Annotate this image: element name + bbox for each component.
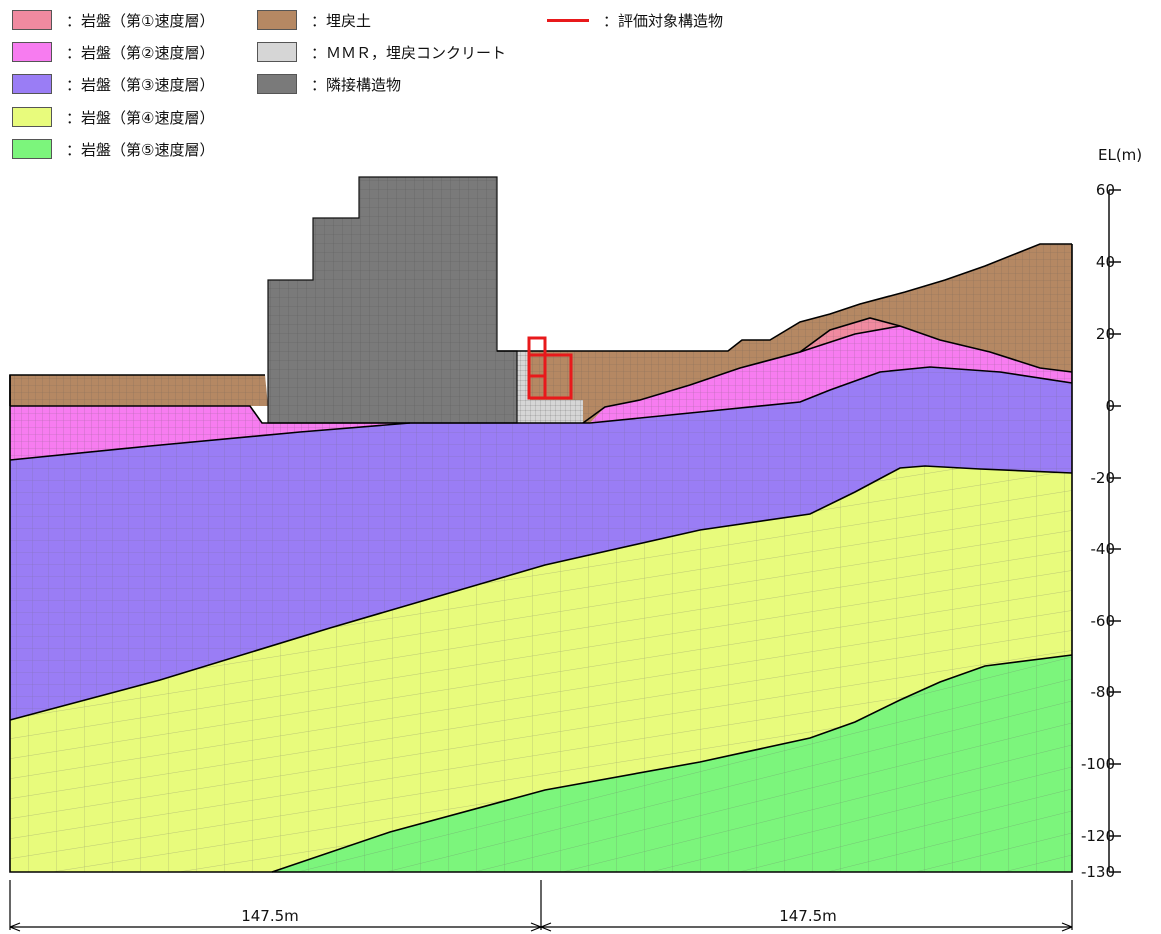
layer-3-region: [10, 367, 1072, 720]
adjacent-structure: [267, 176, 518, 424]
tick-label-60: 60: [1096, 181, 1115, 199]
layer-4-region: [10, 466, 1072, 872]
legend-item-mmr: ：ＭＭＲ，埋戻コンクリート: [257, 40, 506, 64]
legend-item-layer4: ：岩盤（第④速度層）: [12, 105, 214, 129]
layer-2-region-right: [590, 326, 1072, 423]
legend-item-fill-soil: ：埋戻土: [257, 8, 371, 32]
tick-label-minus40: -40: [1091, 540, 1116, 558]
elevation-axis: EL(m) 60 40 20 0 -20 -40 -60 -80 -100 -1…: [1081, 146, 1142, 881]
legend-swatch-adjacent: [257, 74, 297, 94]
axis-tick-labels: 60 40 20 0 -20 -40 -60 -80 -100 -120 -13…: [1081, 181, 1115, 881]
legend-line-target: [547, 18, 589, 22]
legend-label-layer5: ：岩盤（第⑤速度層）: [66, 140, 215, 159]
layer-5-region: [272, 655, 1072, 872]
layer4-top: [9, 465, 1073, 721]
boundary-lines: [9, 243, 1073, 873]
tick-label-minus80: -80: [1091, 683, 1116, 701]
target-structure: [527, 336, 573, 400]
legend-label-target: ：評価対象構造物: [603, 11, 724, 30]
model-boundary: [9, 244, 1073, 873]
backfill-soil-right: [517, 244, 1072, 423]
legend-swatch-layer4: [12, 107, 52, 127]
surface-outline-right: [497, 243, 1072, 352]
legend-item-layer1: ：岩盤（第①速度層）: [12, 8, 214, 32]
tick-label-40: 40: [1096, 253, 1115, 271]
axis-title: EL(m): [1098, 146, 1142, 164]
tick-label-0: 0: [1105, 397, 1115, 415]
legend-item-layer5: ：岩盤（第⑤速度層）: [12, 137, 214, 161]
mmr-concrete: [517, 351, 583, 423]
dimension-left-label: 147.5m: [241, 907, 299, 925]
legend-swatch-fill-soil: [257, 10, 297, 30]
layer3-top-left: [9, 422, 411, 461]
legend-item-layer3: ：岩盤（第③速度層）: [12, 72, 214, 96]
tick-label-minus100: -100: [1081, 755, 1115, 773]
layer-2-region-left: [10, 406, 410, 460]
legend-label-layer3: ：岩盤（第③速度層）: [66, 75, 215, 94]
tick-label-20: 20: [1096, 325, 1115, 343]
legend-label-fill-soil: ：埋戻土: [311, 11, 372, 30]
legend-swatch-mmr: [257, 42, 297, 62]
layer5-top: [271, 654, 1073, 873]
legend-swatch-layer3: [12, 74, 52, 94]
legend-swatch-layer2: [12, 42, 52, 62]
legend-label-mmr: ：ＭＭＲ，埋戻コンクリート: [311, 43, 507, 62]
legend-item-target: ：評価対象構造物: [547, 8, 723, 32]
dimension-right-label: 147.5m: [779, 907, 837, 925]
legend-label-layer2: ：岩盤（第②速度層）: [66, 43, 215, 62]
tick-label-minus130: -130: [1081, 863, 1115, 881]
dimension-lines: [9, 880, 1073, 932]
layer1-lower: [799, 325, 901, 353]
legend-swatch-layer1: [12, 10, 52, 30]
tick-label-minus120: -120: [1081, 827, 1115, 845]
layer2-boundary-left: [10, 405, 410, 424]
legend-item-layer2: ：岩盤（第②速度層）: [12, 40, 214, 64]
legend-swatch-layer5: [12, 139, 52, 159]
legend-label-layer4: ：岩盤（第④速度層）: [66, 108, 215, 127]
layer3-top-right: [589, 366, 1073, 424]
tick-label-minus20: -20: [1091, 469, 1116, 487]
layer2-top-right: [582, 317, 1073, 424]
legend-label-adjacent: ：隣接構造物: [311, 75, 402, 94]
tick-label-minus60: -60: [1091, 612, 1116, 630]
legend-label-layer1: ：岩盤（第①速度層）: [66, 11, 215, 30]
backfill-soil-left: [10, 375, 268, 406]
legend-item-adjacent: ：隣接構造物: [257, 72, 401, 96]
legend: ：岩盤（第①速度層） ：岩盤（第②速度層） ：岩盤（第③速度層） ：岩盤（第④速…: [0, 0, 1161, 170]
axis-ticks: [1109, 189, 1121, 873]
